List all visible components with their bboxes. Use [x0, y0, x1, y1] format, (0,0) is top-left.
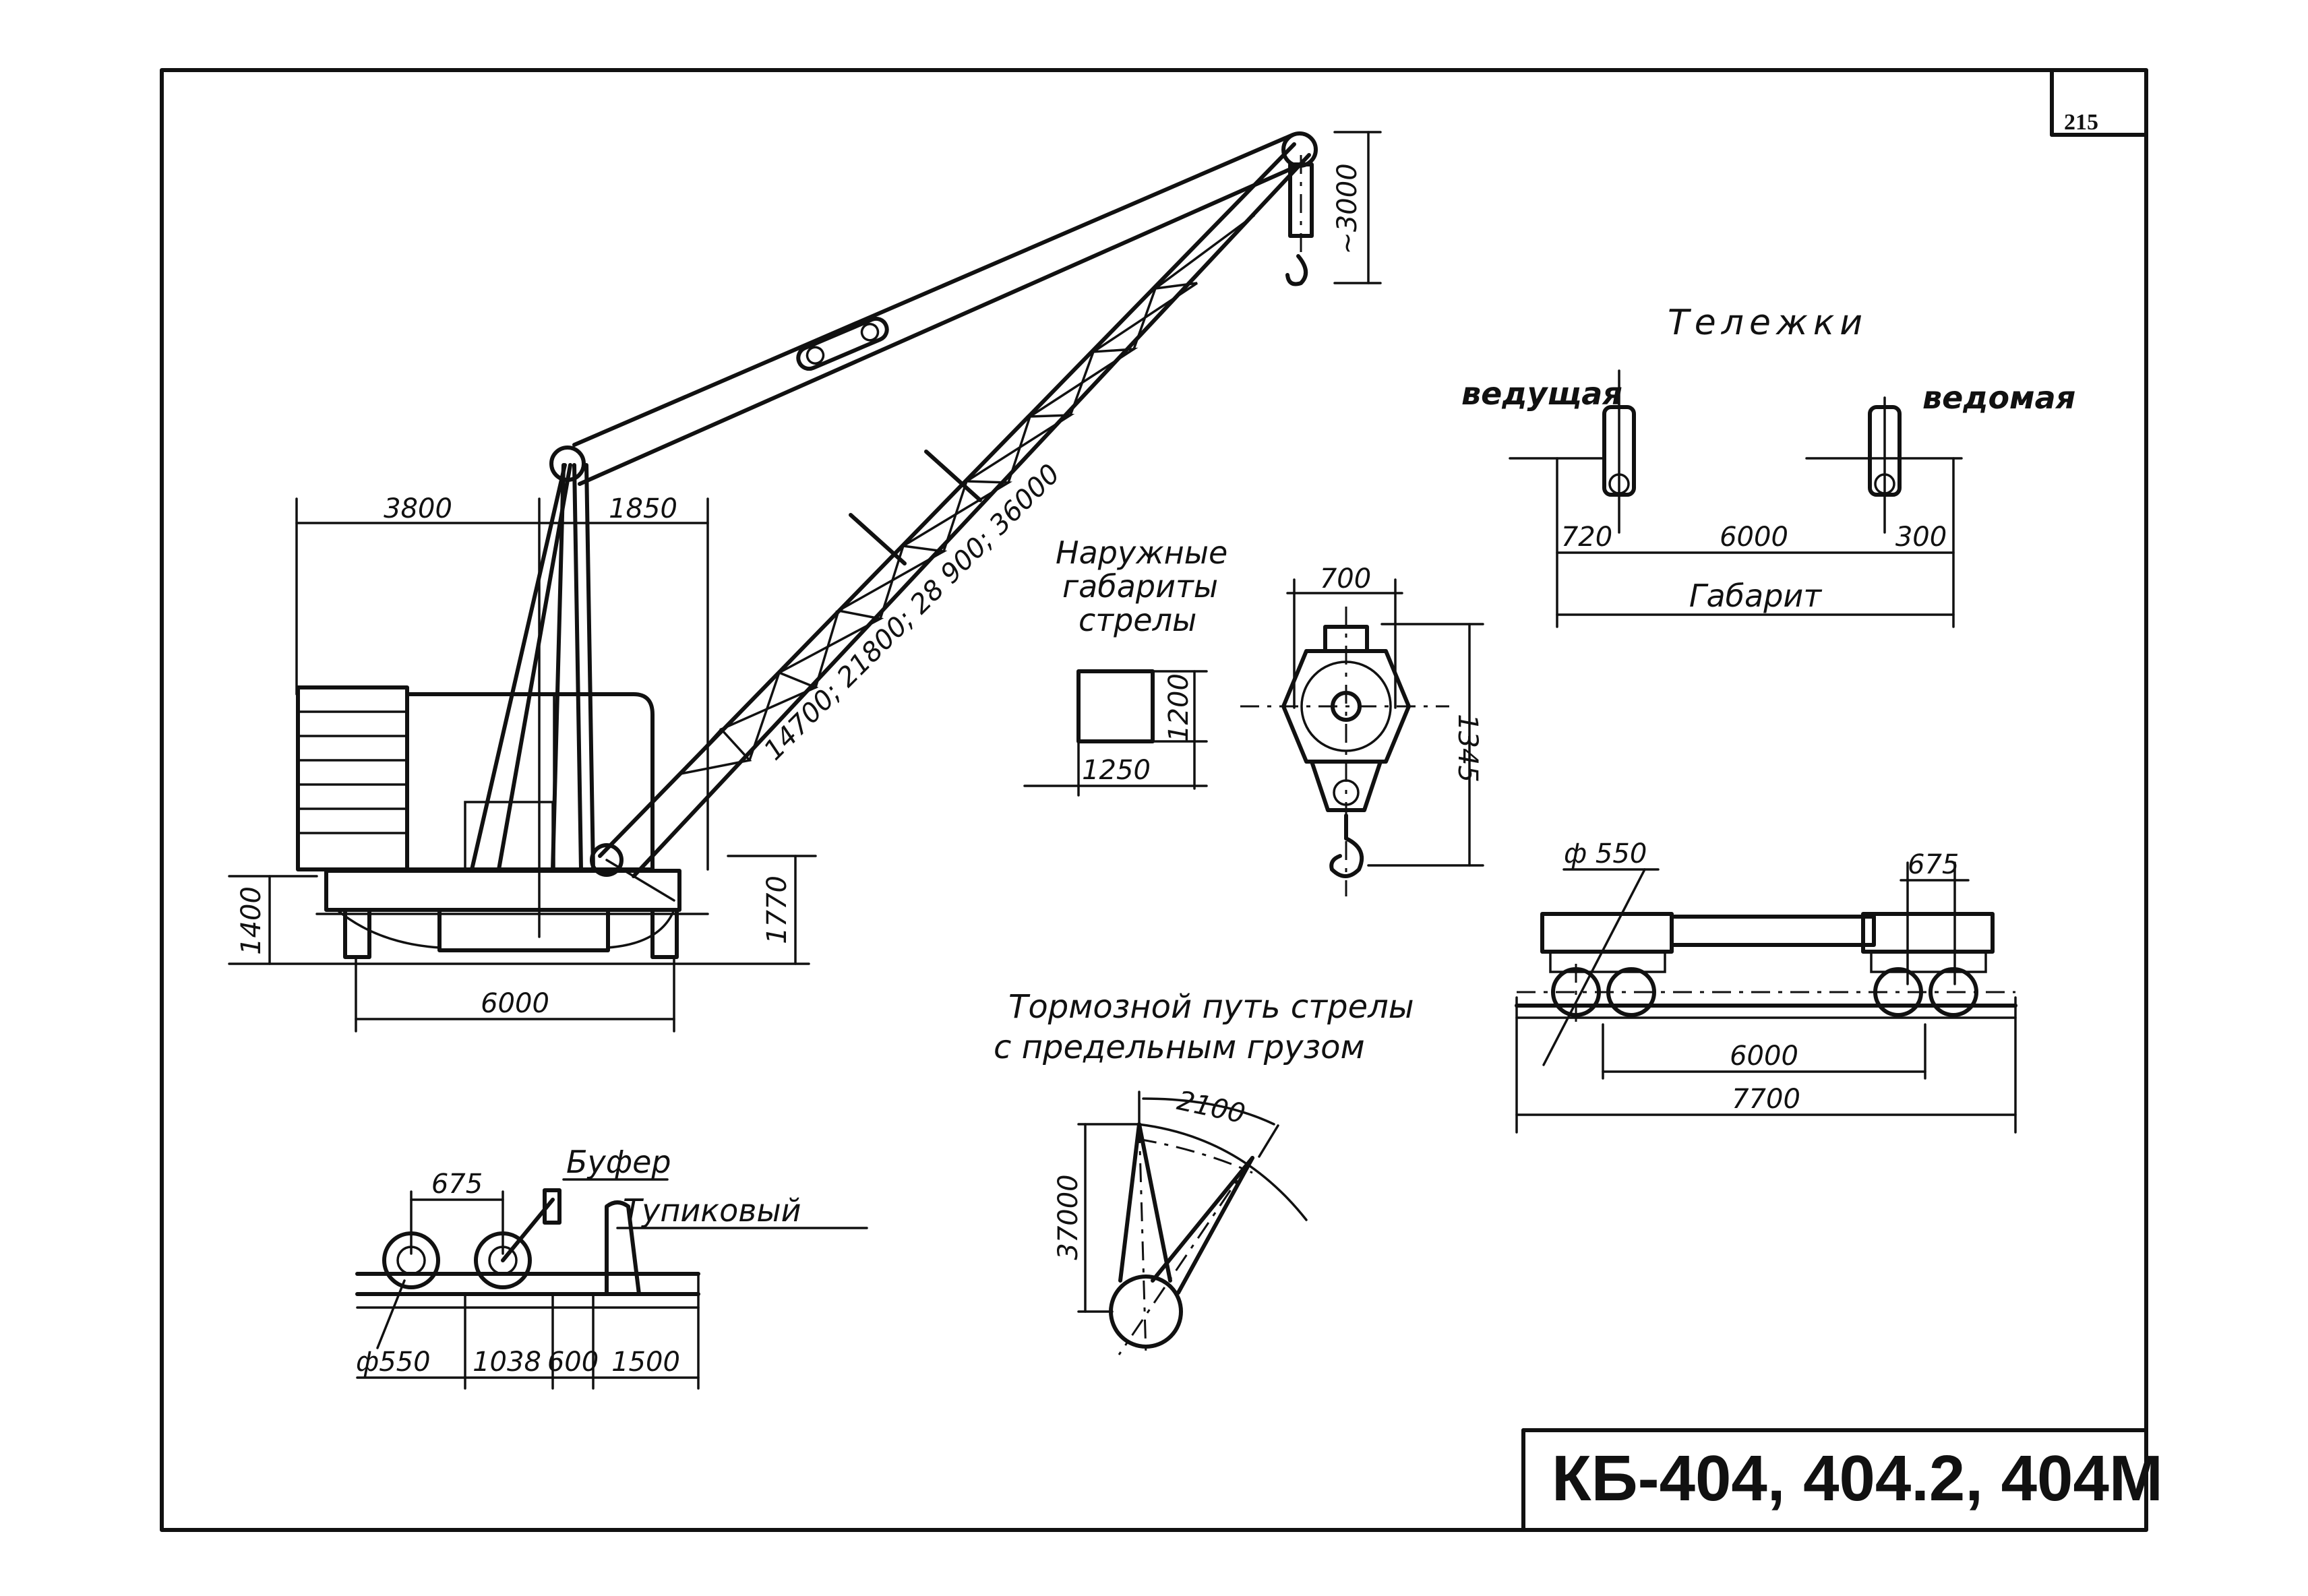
braking-path-view: Тормозной путь стрелы с предельным грузо…: [994, 988, 1414, 1355]
a-frame-front-leg: [572, 463, 583, 871]
deadend-stop: [605, 1200, 641, 1296]
dim-hook-width: 700: [1320, 563, 1371, 594]
bogie-driven-symbol: [1868, 396, 1902, 534]
hook-block-hook: [1329, 814, 1364, 878]
title-block: КБ-404, 404.2, 404М: [1552, 1442, 2163, 1514]
boom-section-square: [1076, 669, 1155, 743]
buffer-dim-1: 1038: [473, 1347, 541, 1378]
boom-section-label-3: стрелы: [1079, 602, 1196, 638]
buffer-post: [543, 1188, 561, 1225]
buffer-label: Буфер: [566, 1144, 671, 1180]
buffer-wheel-2: [474, 1231, 532, 1289]
hook-block-view: 700 1345: [1240, 563, 1484, 896]
buffer-wheel-1: [382, 1231, 440, 1289]
crane-house: [405, 692, 655, 871]
bogie-overall-label: Габарит: [1689, 578, 1822, 614]
boom-pendant-upper: [572, 133, 1295, 447]
a-frame-rear-leg: [470, 463, 567, 871]
right-support: [650, 908, 679, 959]
bogie-driving-symbol: [1602, 369, 1636, 534]
boom-section-mark: [849, 513, 907, 565]
buffer-view: Буфер Тупиковый 675 ф550 1038 600 1500: [355, 1144, 868, 1390]
buffer-wheel-dia: ф550: [356, 1347, 431, 1378]
a-frame-mid-leg: [551, 463, 566, 871]
braking-arc: [1136, 1123, 1308, 1221]
dim-undercarriage-overall: 7700: [1732, 1084, 1800, 1115]
buffer-dim-3: 1500: [611, 1347, 680, 1378]
bogies-title: Тележки: [1668, 303, 1868, 343]
dim-hook-block-height: 1345: [1452, 714, 1483, 782]
boom-top-chord: [598, 142, 1296, 858]
dim-bogie-mid: 6000: [1720, 522, 1788, 553]
dim-hook-height: ~3000: [1332, 163, 1363, 254]
sheet-frame: [160, 68, 2148, 1532]
buffer-dim-2: 600: [547, 1347, 599, 1378]
dim-undercarriage-base: 6000: [1730, 1041, 1798, 1072]
dim-pivot-height: 1770: [762, 876, 793, 944]
boom-pendant-lower: [578, 162, 1303, 486]
dim-section-height: 1200: [1163, 673, 1194, 742]
title-block-frame: [1521, 1428, 2148, 1532]
braking-label-2: с предельным грузом: [994, 1029, 1365, 1066]
page-number: 215: [2064, 110, 2098, 135]
undercarriage-side-view: ф 550 675 6000 7700: [1515, 838, 2017, 1134]
braking-label-1: Тормозной путь стрелы: [1008, 988, 1414, 1026]
dim-track-width: 6000: [481, 988, 549, 1019]
dim-left-reach: 3800: [384, 493, 452, 524]
counterweight: [296, 685, 409, 871]
dim-braking-arc: 2100: [1174, 1085, 1248, 1130]
undercarriage-wheel-dia: ф 550: [1564, 838, 1647, 869]
left-support: [343, 908, 371, 959]
pendant-turnbuckle: [796, 316, 889, 371]
boom-hook: [1285, 155, 1314, 286]
dim-boom-lengths: 14700; 21800; 28 900; 36000: [758, 458, 1066, 766]
dim-bogie-right: 300: [1895, 522, 1947, 553]
boom-foot-pin: [590, 843, 624, 877]
dim-braking-height: 37000: [1053, 1174, 1084, 1260]
turntable: [324, 869, 681, 912]
boom-lattice: [679, 214, 1255, 775]
dim-right-reach: 1850: [609, 493, 677, 524]
dim-bogie-left: 720: [1561, 522, 1612, 553]
boom-section-view: Наружные габариты стрелы 1200 1250: [1023, 534, 1227, 797]
dim-section-width: 1250: [1082, 755, 1151, 786]
bogie-driving-label: ведущая: [1461, 375, 1622, 412]
boom-section-label-2: габариты: [1062, 568, 1218, 605]
deadend-label: Тупиковый: [623, 1192, 801, 1229]
bogie-driven-label: ведомая: [1922, 379, 2075, 416]
buffer-axle-dim: 675: [431, 1169, 483, 1200]
bogies-top-view: Тележки ведущая ведомая 720 6000 300 Габ…: [1461, 303, 2075, 628]
boom-section-label-1: Наружные: [1056, 534, 1227, 571]
boom-bottom-chord: [632, 153, 1311, 878]
dim-base-height: 1400: [236, 886, 267, 955]
undercarriage-axle: 675: [1908, 849, 1959, 880]
undercarriage-beam: [1670, 915, 1876, 947]
mast-head-sheave: [549, 446, 586, 482]
